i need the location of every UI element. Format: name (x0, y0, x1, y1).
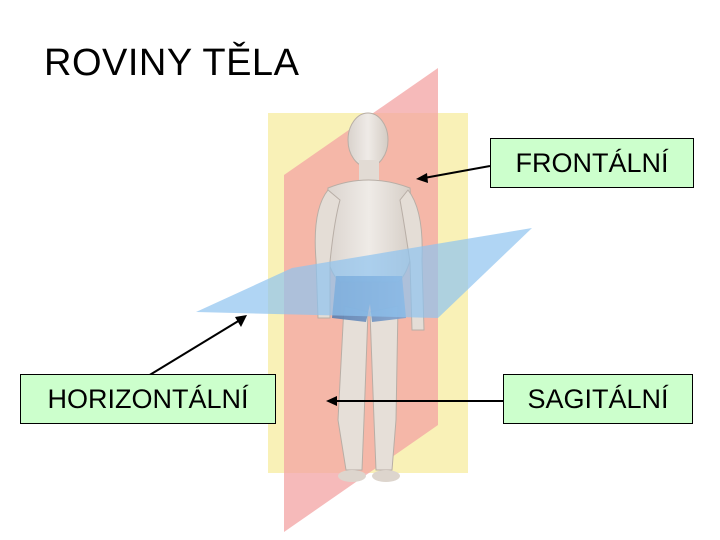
arrows (147, 165, 503, 406)
slide-title: ROVINY TĚLA (44, 42, 300, 84)
label-frontal: FRONTÁLNÍ (490, 138, 694, 188)
arrowhead-horizontal (235, 315, 247, 327)
horizontal-plane (196, 228, 532, 318)
arrowhead-sagital (326, 396, 337, 406)
arrow-frontal (423, 165, 491, 179)
arrowhead-frontal (416, 173, 428, 183)
arrow-horizontal (147, 319, 241, 377)
label-sagital: SAGITÁLNÍ (503, 374, 693, 424)
label-horizontal: HORIZONTÁLNÍ (20, 374, 276, 424)
